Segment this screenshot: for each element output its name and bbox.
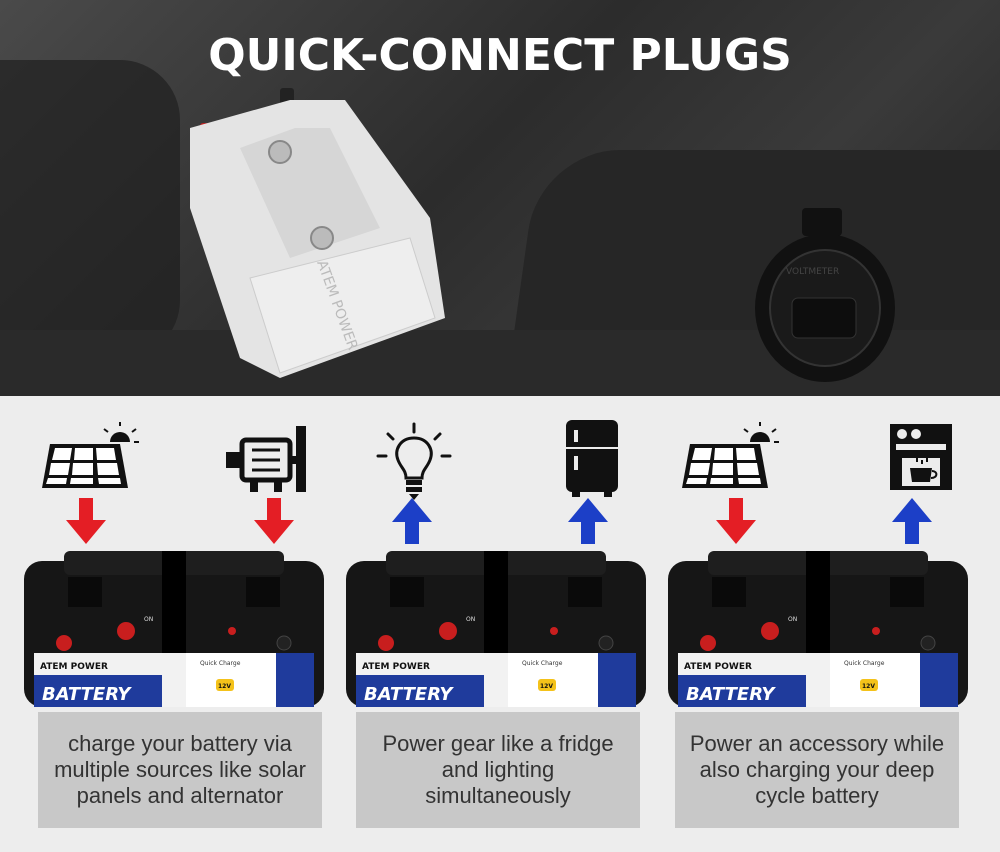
svg-text:BATTERY: BATTERY bbox=[364, 684, 454, 705]
solar-panel-icon bbox=[40, 422, 140, 497]
arrow-down-icon bbox=[716, 498, 756, 549]
quick-connect-plug-image: ATEM POWER bbox=[190, 88, 445, 378]
hero-bg-shape bbox=[0, 60, 180, 360]
coffee-machine-icon bbox=[888, 422, 958, 499]
voltmeter-socket-image: VOLTMETER bbox=[755, 208, 895, 382]
svg-text:12V: 12V bbox=[540, 683, 553, 690]
socket-label: VOLTMETER bbox=[786, 267, 839, 277]
feature-caption: Power gear like a fridge and lighting si… bbox=[356, 712, 640, 828]
arrow-up-icon bbox=[892, 498, 932, 549]
arrow-up-icon bbox=[568, 498, 608, 549]
battery-box-image: ON ATEM POWER BATTERY Quick Charge 12V bbox=[24, 551, 324, 707]
battery-box-image: ON ATEM POWER BATTERY Quick Charge 12V bbox=[346, 551, 646, 707]
svg-text:12V: 12V bbox=[218, 683, 231, 690]
feature-column: ON ATEM POWER BATTERY Quick Charge 12V P… bbox=[322, 396, 646, 852]
svg-text:ATEM POWER: ATEM POWER bbox=[684, 662, 752, 672]
svg-text:Quick Charge: Quick Charge bbox=[522, 660, 563, 667]
features-panel: ON ATEM POWER BATTERY Quick Charge 12V c… bbox=[0, 396, 1000, 852]
svg-text:ATEM POWER: ATEM POWER bbox=[40, 662, 108, 672]
feature-column: ON ATEM POWER BATTERY Quick Charge 12V c… bbox=[0, 396, 324, 852]
svg-text:Quick Charge: Quick Charge bbox=[200, 660, 241, 667]
light-bulb-icon bbox=[374, 422, 454, 507]
svg-text:ON: ON bbox=[466, 616, 475, 623]
feature-column: ON ATEM POWER BATTERY Quick Charge 12V P… bbox=[644, 396, 968, 852]
feature-caption: Power an accessory while also charging y… bbox=[675, 712, 959, 828]
solar-panel-icon bbox=[680, 422, 780, 497]
svg-text:BATTERY: BATTERY bbox=[686, 684, 776, 705]
battery-box-image: ON ATEM POWER BATTERY Quick Charge 12V bbox=[668, 551, 968, 707]
arrow-down-icon bbox=[254, 498, 294, 549]
fridge-icon bbox=[562, 418, 622, 503]
arrow-down-icon bbox=[66, 498, 106, 549]
alternator-icon bbox=[222, 424, 314, 501]
svg-text:12V: 12V bbox=[862, 683, 875, 690]
svg-text:ON: ON bbox=[144, 616, 153, 623]
feature-caption: charge your battery via multiple sources… bbox=[38, 712, 322, 828]
svg-text:ATEM POWER: ATEM POWER bbox=[362, 662, 430, 672]
svg-text:Quick Charge: Quick Charge bbox=[844, 660, 885, 667]
hero-title: QUICK-CONNECT PLUGS bbox=[208, 30, 792, 81]
svg-text:ON: ON bbox=[788, 616, 797, 623]
arrow-up-icon bbox=[392, 498, 432, 549]
svg-text:BATTERY: BATTERY bbox=[42, 684, 132, 705]
hero-banner: QUICK-CONNECT PLUGS ATEM POWER VOLTMETER bbox=[0, 0, 1000, 396]
